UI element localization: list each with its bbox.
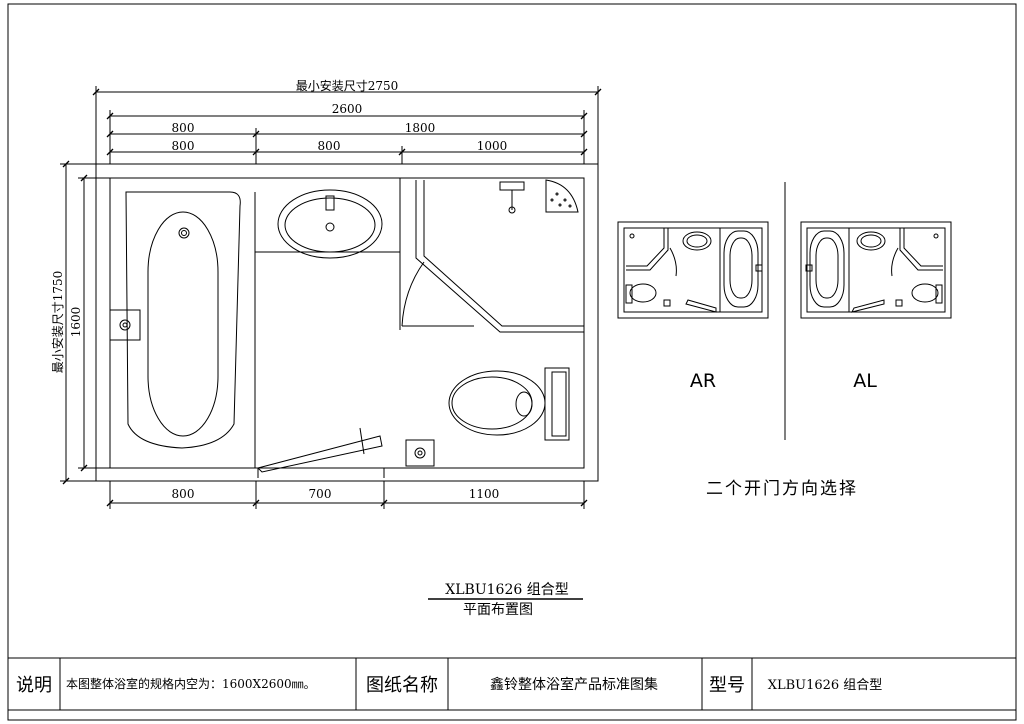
entry-door [257,427,385,478]
title-block-name-label: 图纸名称 [366,675,438,696]
outer-wall [95,163,599,482]
bottom-dimensions [109,481,585,509]
variant-al-plan [800,221,952,319]
dim-total-width: 2600 [332,102,363,116]
floor-drain [405,439,435,467]
dim-seg-800-top: 800 [172,121,195,135]
drawing-model-title: XLBU1626 组合型 [445,582,568,598]
top-dimensions [95,86,599,164]
drawing-subtitle: 平面布置图 [463,602,533,618]
title-block-desc-label: 说明 [16,675,52,696]
left-dimensions [60,163,110,482]
dim-seg-1000: 1000 [477,139,508,153]
dim-seg-800-b: 800 [318,139,341,153]
title-block-model-value: XLBU1626 组合型 [768,678,883,693]
title-block [7,657,1017,711]
dim-seg-800-a: 800 [172,139,195,153]
sheet-border [7,3,1017,721]
door-direction-note: 二个开门方向选择 [706,479,858,499]
toilet [448,367,570,441]
dim-min-install-width: 最小安装尺寸2750 [296,78,399,93]
dim-bottom-1100: 1100 [469,487,500,501]
main-floor-plan [60,86,599,509]
title-block-name-value: 鑫铃整体浴室产品标准图集 [490,676,658,693]
dim-bottom-700: 700 [309,487,332,501]
bathtub [109,191,256,468]
title-block-model-label: 型号 [709,675,745,696]
title-block-desc-text: 本图整体浴室的规格内空为：1600X2600㎜。 [66,676,316,691]
dim-min-install-height: 最小安装尺寸1750 [50,271,65,374]
variant-ar-plan [617,221,769,319]
variant-ar-label: AR [690,370,716,392]
vanity-sink [255,177,401,330]
inner-wall [109,177,585,469]
dim-height-1600: 1600 [69,307,83,338]
dim-bottom-800: 800 [172,487,195,501]
variant-al-label: AL [853,370,877,392]
dimension-ticks [62,88,602,507]
dim-seg-1800: 1800 [405,121,436,135]
shower-enclosure [401,179,584,333]
